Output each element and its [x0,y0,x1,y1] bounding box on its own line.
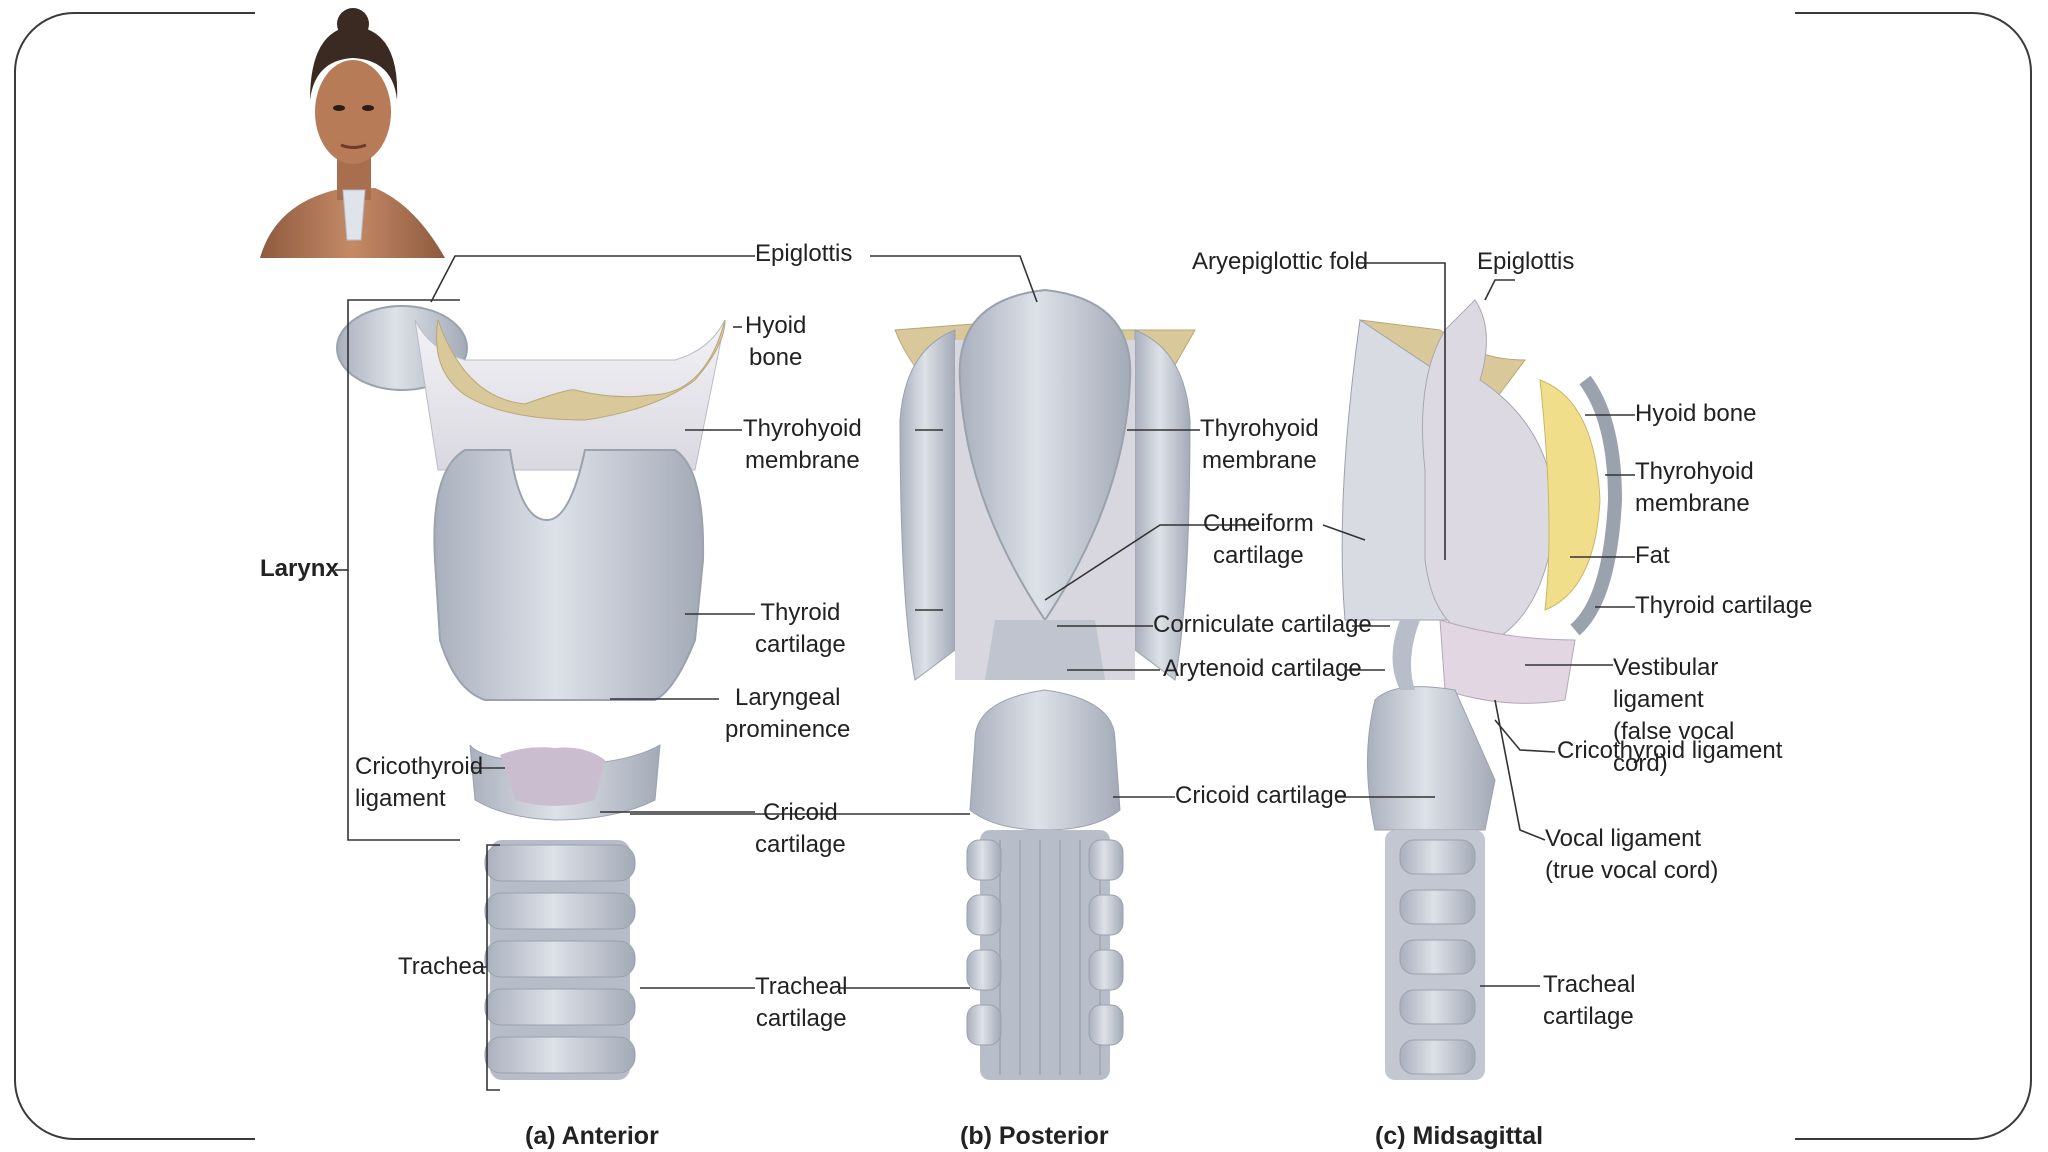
label-thyroid-cartilage-anterior: Thyroid cartilage [755,599,846,658]
label-tracheal-cartilage-midsagittal: Tracheal cartilage [1543,971,1636,1030]
anterior-view [336,305,726,1080]
larynx-illustration [260,8,1635,1091]
caption-anterior: (a) Anterior [525,1122,659,1150]
label-vocal-ligament: Vocal ligament (true vocal cord) [1545,825,1719,884]
label-tracheal-cartilage-anterior: Tracheal cartilage [755,973,848,1032]
label-epiglottis: Epiglottis [755,240,853,267]
label-arytenoid-cartilage: Arytenoid cartilage [1163,655,1362,682]
label-cricoid-cartilage-posterior: Cricoid cartilage [1175,782,1348,809]
label-cricoid-cartilage-anterior: Cricoid cartilage [755,799,846,858]
label-vestibular-ligament: Vestibular ligament (false vocal cord) [1613,654,1735,777]
label-thyrohyoid-membrane-posterior: Thyrohyoid membrane [1200,415,1319,474]
leader-lines [335,255,1635,1091]
label-cricothyroid-ligament-midsagittal: Cricothyroid ligament [1557,737,1783,764]
label-corniculate-cartilage: Corniculate cartilage [1153,611,1372,638]
label-cuneiform-cartilage: Cuneiform cartilage [1203,510,1314,569]
label-trachea: Trachea [398,953,486,980]
caption-posterior: (b) Posterior [960,1122,1109,1150]
label-hyoid-bone-anterior: Hyoid bone [745,312,807,371]
larynx-figure: Epiglottis Hyoid bone Thyrohyoid membran… [255,0,1812,1152]
label-laryngeal-prominence: Laryngeal prominence [725,684,851,743]
label-epiglottis-midsagittal: Epiglottis [1477,248,1575,275]
label-larynx: Larynx [260,555,339,582]
label-thyrohyoid-membrane-midsagittal: Thyrohyoid membrane [1635,458,1754,517]
posterior-view [894,288,1196,1080]
midsagittal-view [1341,299,1623,1080]
label-cricothyroid-ligament-anterior: Cricothyroid ligament [355,753,484,812]
caption-midsagittal: (c) Midsagittal [1375,1122,1544,1150]
label-thyrohyoid-membrane-anterior: Thyrohyoid membrane [743,415,862,474]
person-thumbnail [260,8,445,258]
label-thyroid-cartilage-midsagittal: Thyroid cartilage [1635,592,1813,619]
label-aryepiglottic-fold: Aryepiglottic fold [1192,248,1369,275]
label-hyoid-bone-midsagittal: Hyoid bone [1635,400,1757,427]
label-fat: Fat [1635,542,1670,569]
